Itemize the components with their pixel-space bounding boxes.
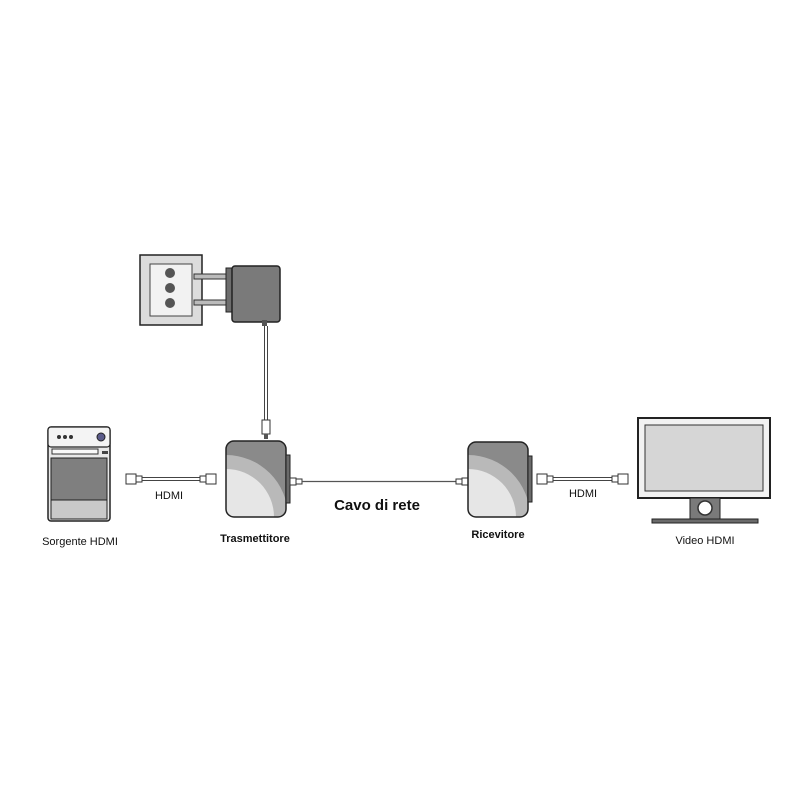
hdmi-source-device — [47, 426, 111, 522]
socket-hole-top — [165, 268, 175, 278]
power-adapter — [193, 265, 281, 326]
power-button-icon — [96, 432, 106, 442]
hdmi-monitor — [637, 417, 771, 524]
source-label: Sorgente HDMI — [42, 536, 118, 548]
receiver-device — [467, 441, 533, 518]
transmitter-label: Trasmettitore — [220, 533, 290, 545]
transmitter-device — [225, 440, 291, 518]
network-cable — [289, 477, 469, 486]
wall-socket — [139, 254, 203, 326]
network-cable-label: Cavo di rete — [334, 497, 420, 514]
power-cable — [261, 326, 271, 439]
socket-hole-middle — [165, 283, 175, 293]
hdmi-left-label: HDMI — [155, 490, 183, 502]
hdmi-cable-left — [125, 473, 217, 485]
display-label: Video HDMI — [675, 535, 734, 547]
socket-hole-bottom — [165, 298, 175, 308]
hdmi-right-label: HDMI — [569, 488, 597, 500]
hdmi-cable-right — [536, 473, 629, 485]
monitor-power-icon — [697, 500, 713, 516]
receiver-label: Ricevitore — [471, 529, 524, 541]
